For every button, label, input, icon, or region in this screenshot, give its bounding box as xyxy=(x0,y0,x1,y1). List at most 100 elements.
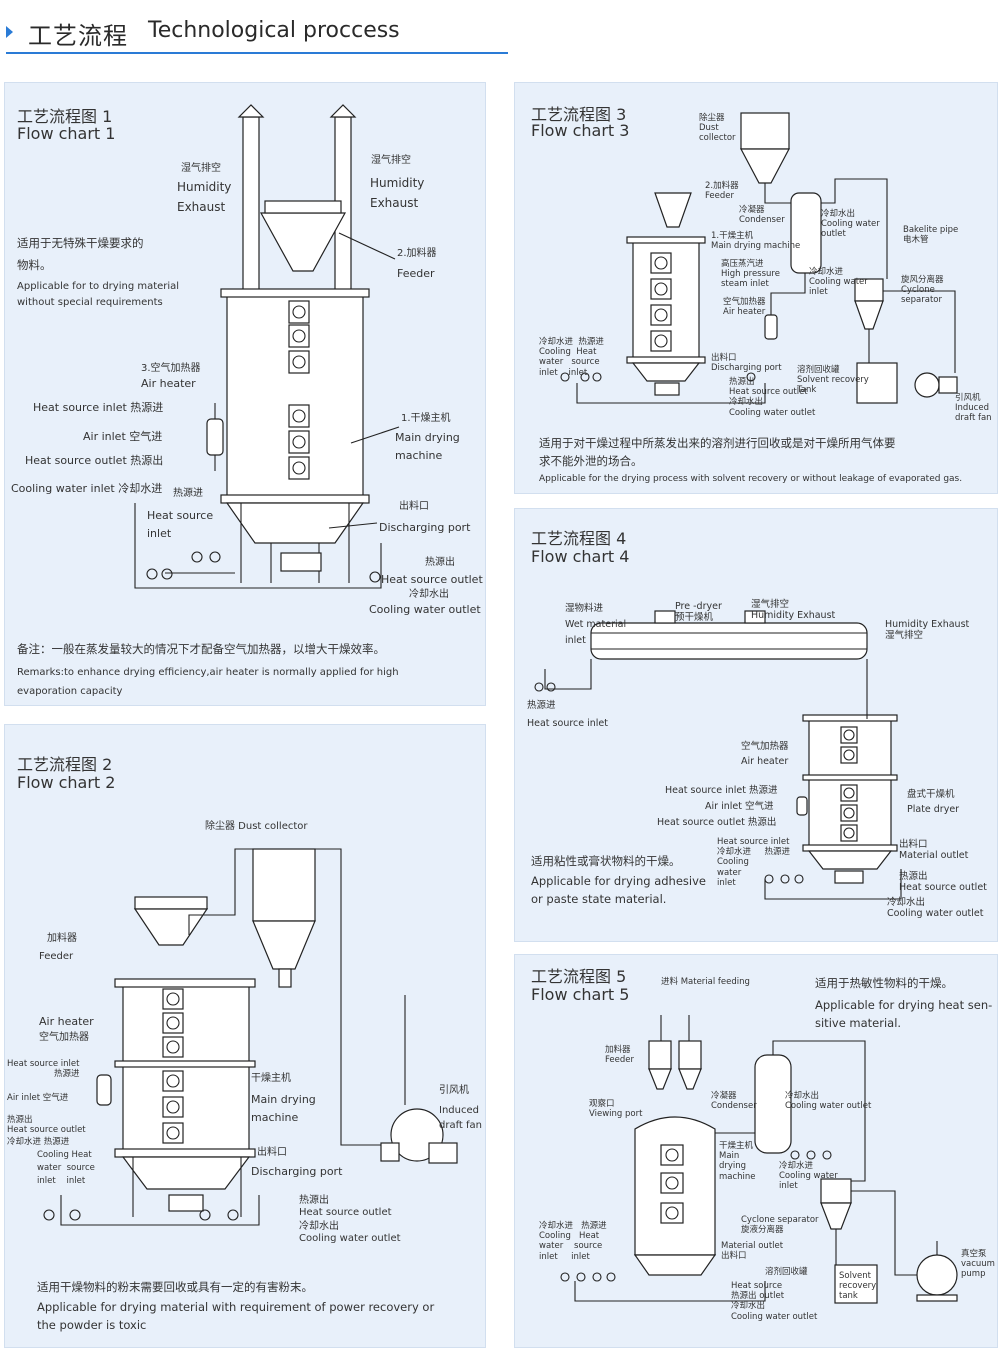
fc1-discharge-cn: 出料口 xyxy=(399,501,429,512)
fc2-airheater-en: Air heater xyxy=(39,1015,94,1028)
fc4-predryer: Pre -dryer 预干燥机 xyxy=(675,601,722,624)
fc3-cw-outlet: 冷却水出 Cooling water outlet xyxy=(821,209,880,240)
fc2-title-cn: 工艺流程图 2 xyxy=(17,755,113,774)
page-header: 工艺流程 Technological proccess xyxy=(0,0,1000,60)
fc1-airheater-en: Air heater xyxy=(141,377,196,390)
fc1-humid-right-cn: 湿气排空 xyxy=(371,155,411,166)
fc4-airheater: 空气加热器 Air heater xyxy=(741,741,789,768)
fc2-hs-inlet: Heat source inlet 热源进 xyxy=(7,1059,80,1080)
fc2-desc-cn: 适用干燥物料的粉末需要回收或具有一定的有害粉末。 xyxy=(37,1280,313,1294)
fc5-title-cn: 工艺流程图 5 xyxy=(531,967,627,986)
fc1-hso-en: Heat source outlet xyxy=(381,573,483,586)
fc3-discharge: 出料口 Discharging port xyxy=(711,353,782,374)
flow-chart-2-panel: 工艺流程图 2 Flow chart 2 除尘器 Dust collector … xyxy=(4,724,486,1348)
fc1-hs-inlet: Heat source inlet 热源进 xyxy=(33,401,164,414)
fc2-hs-outlet: 热源出 Heat source outlet xyxy=(7,1115,86,1136)
flow-chart-2-diagram xyxy=(43,848,458,1226)
fc3-condenser: 冷凝器 Condenser xyxy=(739,205,785,226)
fc3-steam: 高压蒸汽进 High pressure steam inlet xyxy=(721,259,780,290)
fc3-hso: 热源出 Heat source outlet 冷却水出 Cooling wate… xyxy=(729,377,816,418)
fc2-dust: 除尘器 Dust collector xyxy=(205,821,308,832)
flow-chart-1-diagram xyxy=(134,104,400,589)
fc4-plate: 盘式干燥机 Plate dryer xyxy=(907,789,960,816)
fc3-bakelite: Bakelite pipe 电木管 xyxy=(903,225,959,246)
fc4-hso: 热源出 Heat source outlet xyxy=(899,871,987,894)
fc5-left: 冷却水进 热源进 Cooling Heat water source inlet… xyxy=(539,1221,607,1262)
fc3-dust: 除尘器 Dust collector xyxy=(699,113,736,144)
fc2-hso: 热源出 Heat source outlet xyxy=(299,1195,392,1218)
fc1-humid-right-en: Humidity Exhaust xyxy=(370,176,425,211)
fc5-cyclone: Cyclone separator 旋液分离器 xyxy=(741,1215,819,1236)
fc2-main-cn: 干燥主机 xyxy=(251,1073,291,1084)
fc4-desc-cn: 适用粘性或膏状物料的干燥。 xyxy=(531,854,681,868)
fc4-hs-inlet: Heat source inlet 热源进 xyxy=(665,785,778,796)
header-title-cn: 工艺流程 xyxy=(28,22,128,50)
fc1-airheater-cn: 3.空气加热器 xyxy=(141,363,201,374)
flow-chart-4-panel: 工艺流程图 4 Flow chart 4 湿物料进 Wet material i… xyxy=(514,508,998,942)
flow-chart-5-diagram xyxy=(560,1015,958,1304)
header-underline xyxy=(6,52,508,54)
fc1-air-inlet: Air inlet 空气进 xyxy=(83,430,163,443)
fc5-cw-outlet: 冷却水出 Cooling water outlet xyxy=(785,1091,872,1112)
fc3-desc-cn: 适用于对干燥过程中所蒸发出来的溶剂进行回收或是对干燥所用气体要 求不能外泄的场合… xyxy=(539,436,896,468)
fc2-fan-en: Induced draft fan xyxy=(439,1105,483,1131)
fc4-wet: 湿物料进 Wet material inlet xyxy=(565,603,627,647)
fc5-pump: 真空泵 vacuum pump xyxy=(961,1249,995,1280)
fc1-hso-cn: 热源出 xyxy=(425,557,455,568)
fc1-hs-inlet2-en: Heat source inlet xyxy=(147,509,214,540)
fc3-main: 1.干燥主机 Main drying machine xyxy=(711,231,801,252)
fc2-feeder-en: Feeder xyxy=(39,951,74,962)
fc5-hso: Heat source 热源出 outlet 冷却水出 Cooling wate… xyxy=(731,1281,818,1322)
fc1-desc-en: Applicable for to drying material withou… xyxy=(17,281,180,308)
fc1-humid-left-cn: 湿气排空 xyxy=(181,163,221,174)
fc4-outlet: 出料口 Material outlet xyxy=(899,839,969,862)
fc5-tank: Solvent recovery tank xyxy=(839,1271,877,1302)
fc4-hs-in: 热源进 Heat source inlet xyxy=(527,700,608,730)
fc3-left: 冷却水进 热源进 Cooling Heat water source inlet… xyxy=(539,337,604,378)
fc4-humid1: 湿气排空 Humidity Exhaust xyxy=(751,599,836,622)
fc3-fan: 引风机 Induced draft fan xyxy=(955,393,992,424)
fc5-viewing: 观察口 Viewing port xyxy=(589,1099,643,1120)
flow-chart-3-diagram xyxy=(560,112,958,404)
fc4-cwo: 冷却水出 Cooling water outlet xyxy=(887,897,984,920)
fc3-feeder: 2.加料器 Feeder xyxy=(705,181,739,202)
fc1-remark-en: Remarks:to enhance drying efficiency,air… xyxy=(17,667,399,697)
fc1-humid-left-en: Humidity Exhaust xyxy=(177,180,232,215)
fc5-cw-inlet: 冷却水进 Cooling water inlet xyxy=(779,1161,838,1192)
fc2-title-en: Flow chart 2 xyxy=(17,773,116,792)
fc3-title-cn: 工艺流程图 3 xyxy=(531,105,627,124)
fc2-fan-cn: 引风机 xyxy=(439,1085,469,1096)
fc5-condenser: 冷凝器 Condenser xyxy=(711,1091,757,1112)
fc2-cwo: 冷却水出 Cooling water outlet xyxy=(299,1221,401,1244)
fc1-discharge-en: Discharging port xyxy=(379,521,471,534)
fc3-cyclone: 旋风分离器 Cyclone separator xyxy=(901,275,944,306)
fc2-discharge-en: Discharging port xyxy=(251,1165,343,1178)
fc1-desc-cn: 适用于无特殊干燥要求的 物料。 xyxy=(17,236,144,272)
fc1-main-cn: 1.干燥主机 xyxy=(401,413,451,424)
header-arrow-icon xyxy=(6,26,13,38)
fc1-remark-cn: 备注：一般在蒸发量较大的情况下才配备空气加热器，以增大干燥效率。 xyxy=(17,642,385,656)
fc1-feeder-en: Feeder xyxy=(397,267,435,280)
fc5-desc-cn: 适用于热敏性物料的干燥。 xyxy=(815,976,953,990)
flow-chart-3-panel: 工艺流程图 3 Flow chart 3 除尘器 Dust collector … xyxy=(514,82,998,494)
fc4-desc-en: Applicable for drying adhesive or paste … xyxy=(531,874,706,906)
fc5-title-en: Flow chart 5 xyxy=(531,985,630,1004)
fc5-feeder: 加料器 Feeder xyxy=(605,1045,635,1066)
fc5-desc-en: Applicable for drying heat sen- sitive m… xyxy=(815,998,993,1030)
fc1-hs-inlet2-cn: 热源进 xyxy=(173,488,203,499)
fc1-title-cn: 工艺流程图 1 xyxy=(17,107,113,126)
fc2-discharge-cn: 出料口 xyxy=(257,1147,287,1158)
fc4-left: Heat source inlet 冷却水进 热源进 Cooling water… xyxy=(717,837,791,888)
fc3-air-heater: 空气加热器 Air heater xyxy=(723,297,766,318)
header-title-en: Technological proccess xyxy=(148,18,400,43)
flow-chart-5-panel: 工艺流程图 5 Flow chart 5 进料 Material feeding… xyxy=(514,954,998,1348)
fc2-cw-in-en: Cooling Heat water source inlet inlet xyxy=(37,1150,95,1187)
fc5-outlet: Material outlet 出料口 xyxy=(721,1241,784,1262)
fc5-main: 干燥主机 Main drying machine xyxy=(719,1141,756,1182)
fc2-desc-en: Applicable for drying material with requ… xyxy=(37,1300,435,1332)
fc4-title-en: Flow chart 4 xyxy=(531,547,630,566)
fc1-cwo-en: Cooling water outlet xyxy=(369,603,481,616)
fc2-air-inlet: Air inlet 空气进 xyxy=(7,1093,69,1103)
fc2-main-en: Main drying machine xyxy=(251,1093,316,1124)
flow-chart-4-diagram xyxy=(534,610,902,900)
